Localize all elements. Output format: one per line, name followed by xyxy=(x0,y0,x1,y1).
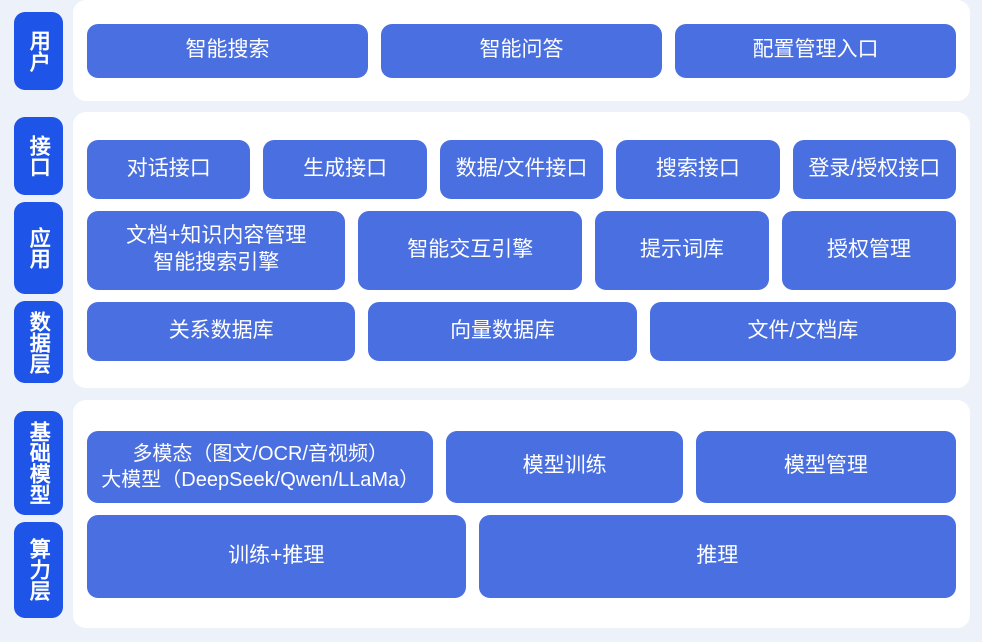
box-dialog-api[interactable]: 对话接口 xyxy=(87,139,251,199)
section-bottom-panel: 多模态（图文/OCR/音视频） 大模型（DeepSeek/Qwen/LLaMa）… xyxy=(73,400,970,628)
box-generation-api[interactable]: 生成接口 xyxy=(263,139,427,199)
layer-chip-compute[interactable]: 算力层 xyxy=(14,521,63,618)
section-user-label-column: 用户 xyxy=(14,0,63,101)
section-bottom-label-column: 基础模型 算力层 xyxy=(14,400,63,628)
layer-chip-application[interactable]: 应用 xyxy=(14,202,63,294)
layer-chip-interface[interactable]: 接口 xyxy=(14,117,63,195)
foundation-model-row: 多模态（图文/OCR/音视频） 大模型（DeepSeek/Qwen/LLaMa）… xyxy=(87,430,956,503)
section-user-panel: 智能搜索 智能问答 配置管理入口 xyxy=(73,0,970,101)
box-multimodal-large-model[interactable]: 多模态（图文/OCR/音视频） 大模型（DeepSeek/Qwen/LLaMa） xyxy=(87,430,434,503)
box-data-file-api[interactable]: 数据/文件接口 xyxy=(439,139,604,199)
section-middle-label-column: 接口 应用 数据层 xyxy=(14,112,63,388)
box-intelligent-qa[interactable]: 智能问答 xyxy=(381,23,662,78)
layer-chip-user[interactable]: 用户 xyxy=(14,11,63,90)
box-config-management-entry[interactable]: 配置管理入口 xyxy=(675,23,956,78)
box-intelligent-search[interactable]: 智能搜索 xyxy=(87,23,368,78)
box-authorization-management[interactable]: 授权管理 xyxy=(782,210,956,290)
section-bottom: 基础模型 算力层 多模态（图文/OCR/音视频） 大模型（DeepSeek/Qw… xyxy=(0,400,982,628)
box-model-management[interactable]: 模型管理 xyxy=(695,430,956,503)
box-model-training[interactable]: 模型训练 xyxy=(446,430,683,503)
box-login-auth-api[interactable]: 登录/授权接口 xyxy=(792,139,957,199)
box-relational-database[interactable]: 关系数据库 xyxy=(87,301,356,361)
interface-row: 对话接口 生成接口 数据/文件接口 搜索接口 登录/授权接口 xyxy=(87,139,957,199)
box-inference[interactable]: 推理 xyxy=(478,514,956,598)
layer-chip-foundation-model[interactable]: 基础模型 xyxy=(14,410,63,515)
section-middle: 接口 应用 数据层 对话接口 生成接口 数据/文件接口 搜索接口 登录/授权接口… xyxy=(0,112,982,388)
section-user-row-1: 智能搜索 智能问答 配置管理入口 xyxy=(87,23,956,78)
box-vector-database[interactable]: 向量数据库 xyxy=(368,301,637,361)
layer-chip-data[interactable]: 数据层 xyxy=(14,301,63,383)
box-search-api[interactable]: 搜索接口 xyxy=(616,139,780,199)
box-intelligent-interaction-engine[interactable]: 智能交互引擎 xyxy=(358,210,583,290)
section-user: 用户 智能搜索 智能问答 配置管理入口 xyxy=(0,0,982,101)
box-training-plus-inference[interactable]: 训练+推理 xyxy=(87,514,466,598)
box-prompt-library[interactable]: 提示词库 xyxy=(595,210,770,290)
section-middle-panel: 对话接口 生成接口 数据/文件接口 搜索接口 登录/授权接口 文档+知识内容管理… xyxy=(73,112,970,388)
box-file-document-store[interactable]: 文件/文档库 xyxy=(649,301,956,361)
application-row: 文档+知识内容管理 智能搜索引擎 智能交互引擎 提示词库 授权管理 xyxy=(87,210,956,290)
data-row: 关系数据库 向量数据库 文件/文档库 xyxy=(87,301,956,361)
compute-row: 训练+推理 推理 xyxy=(87,514,956,598)
box-document-knowledge-management[interactable]: 文档+知识内容管理 智能搜索引擎 xyxy=(87,210,346,290)
